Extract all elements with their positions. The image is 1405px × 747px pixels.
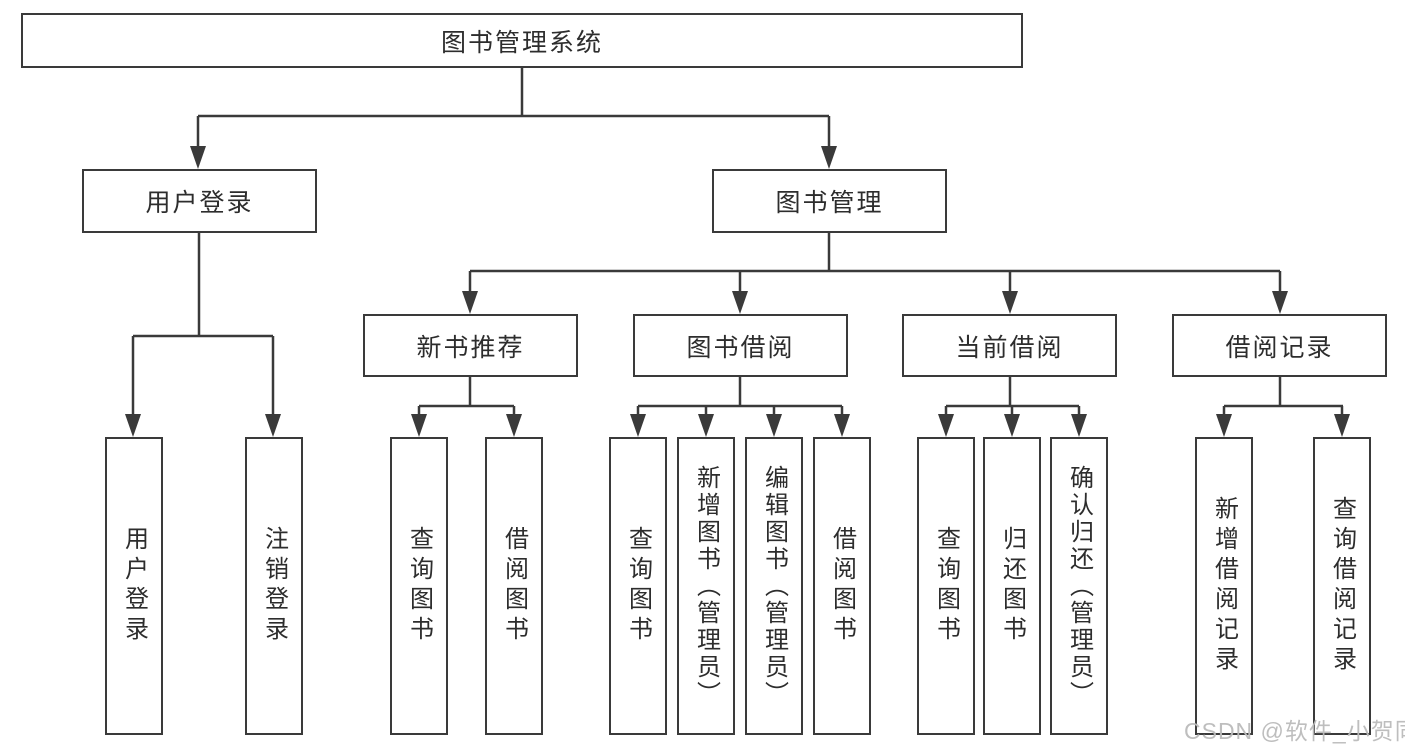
leaf-cb-confirm-return-admin: 确认归还（管理员） <box>1050 437 1108 735</box>
node-borrowing-records-label: 借阅记录 <box>1225 333 1334 362</box>
node-book-management-label: 图书管理 <box>775 189 884 217</box>
leaf-nb-query-books: 查询图书 <box>390 437 448 735</box>
leaf-bb-query-books: 查询图书 <box>609 437 667 735</box>
leaf-br-query-borrow-record-label: 查询借阅记录 <box>1328 496 1356 676</box>
leaf-cb-return-books-label: 归还图书 <box>998 526 1026 646</box>
node-book-management: 图书管理 <box>712 169 947 233</box>
node-user-login: 用户登录 <box>82 169 317 233</box>
leaf-bb-query-books-label: 查询图书 <box>624 526 652 646</box>
node-book-borrowing-label: 图书借阅 <box>686 333 795 362</box>
leaf-nb-borrow-books: 借阅图书 <box>485 437 543 735</box>
node-current-borrowing-label: 当前借阅 <box>955 333 1064 362</box>
leaf-user-login-label: 用户登录 <box>120 526 148 646</box>
leaf-br-add-borrow-record-label: 新增借阅记录 <box>1210 496 1238 676</box>
leaf-logout: 注销登录 <box>245 437 303 735</box>
leaf-bb-add-books-admin: 新增图书（管理员） <box>677 437 735 735</box>
leaf-bb-borrow-books-label: 借阅图书 <box>828 526 856 646</box>
node-new-book-recommendation: 新书推荐 <box>363 314 578 377</box>
leaf-cb-query-books: 查询图书 <box>917 437 975 735</box>
arrowheads <box>125 146 1350 437</box>
leaf-cb-return-books: 归还图书 <box>983 437 1041 735</box>
leaf-user-login: 用户登录 <box>105 437 163 735</box>
leaf-nb-query-books-label: 查询图书 <box>405 526 433 646</box>
leaf-br-query-borrow-record: 查询借阅记录 <box>1313 437 1371 735</box>
node-root: 图书管理系统 <box>21 13 1023 68</box>
leaf-bb-edit-books-admin-label: 编辑图书（管理员） <box>760 464 788 708</box>
leaf-bb-edit-books-admin: 编辑图书（管理员） <box>745 437 803 735</box>
leaf-nb-borrow-books-label: 借阅图书 <box>500 526 528 646</box>
leaf-logout-label: 注销登录 <box>260 526 288 646</box>
node-current-borrowing: 当前借阅 <box>902 314 1117 377</box>
node-new-book-recommendation-label: 新书推荐 <box>416 333 525 362</box>
leaf-bb-borrow-books: 借阅图书 <box>813 437 871 735</box>
leaf-bb-add-books-admin-label: 新增图书（管理员） <box>692 464 720 708</box>
node-borrowing-records: 借阅记录 <box>1172 314 1387 377</box>
watermark: CSDN @软件_小贺同学 <box>1184 718 1405 744</box>
leaf-br-add-borrow-record: 新增借阅记录 <box>1195 437 1253 735</box>
leaf-cb-confirm-return-admin-label: 确认归还（管理员） <box>1065 464 1093 708</box>
leaf-cb-query-books-label: 查询图书 <box>932 526 960 646</box>
node-book-borrowing: 图书借阅 <box>633 314 848 377</box>
node-root-label: 图书管理系统 <box>440 28 603 57</box>
node-user-login-label: 用户登录 <box>145 189 254 217</box>
